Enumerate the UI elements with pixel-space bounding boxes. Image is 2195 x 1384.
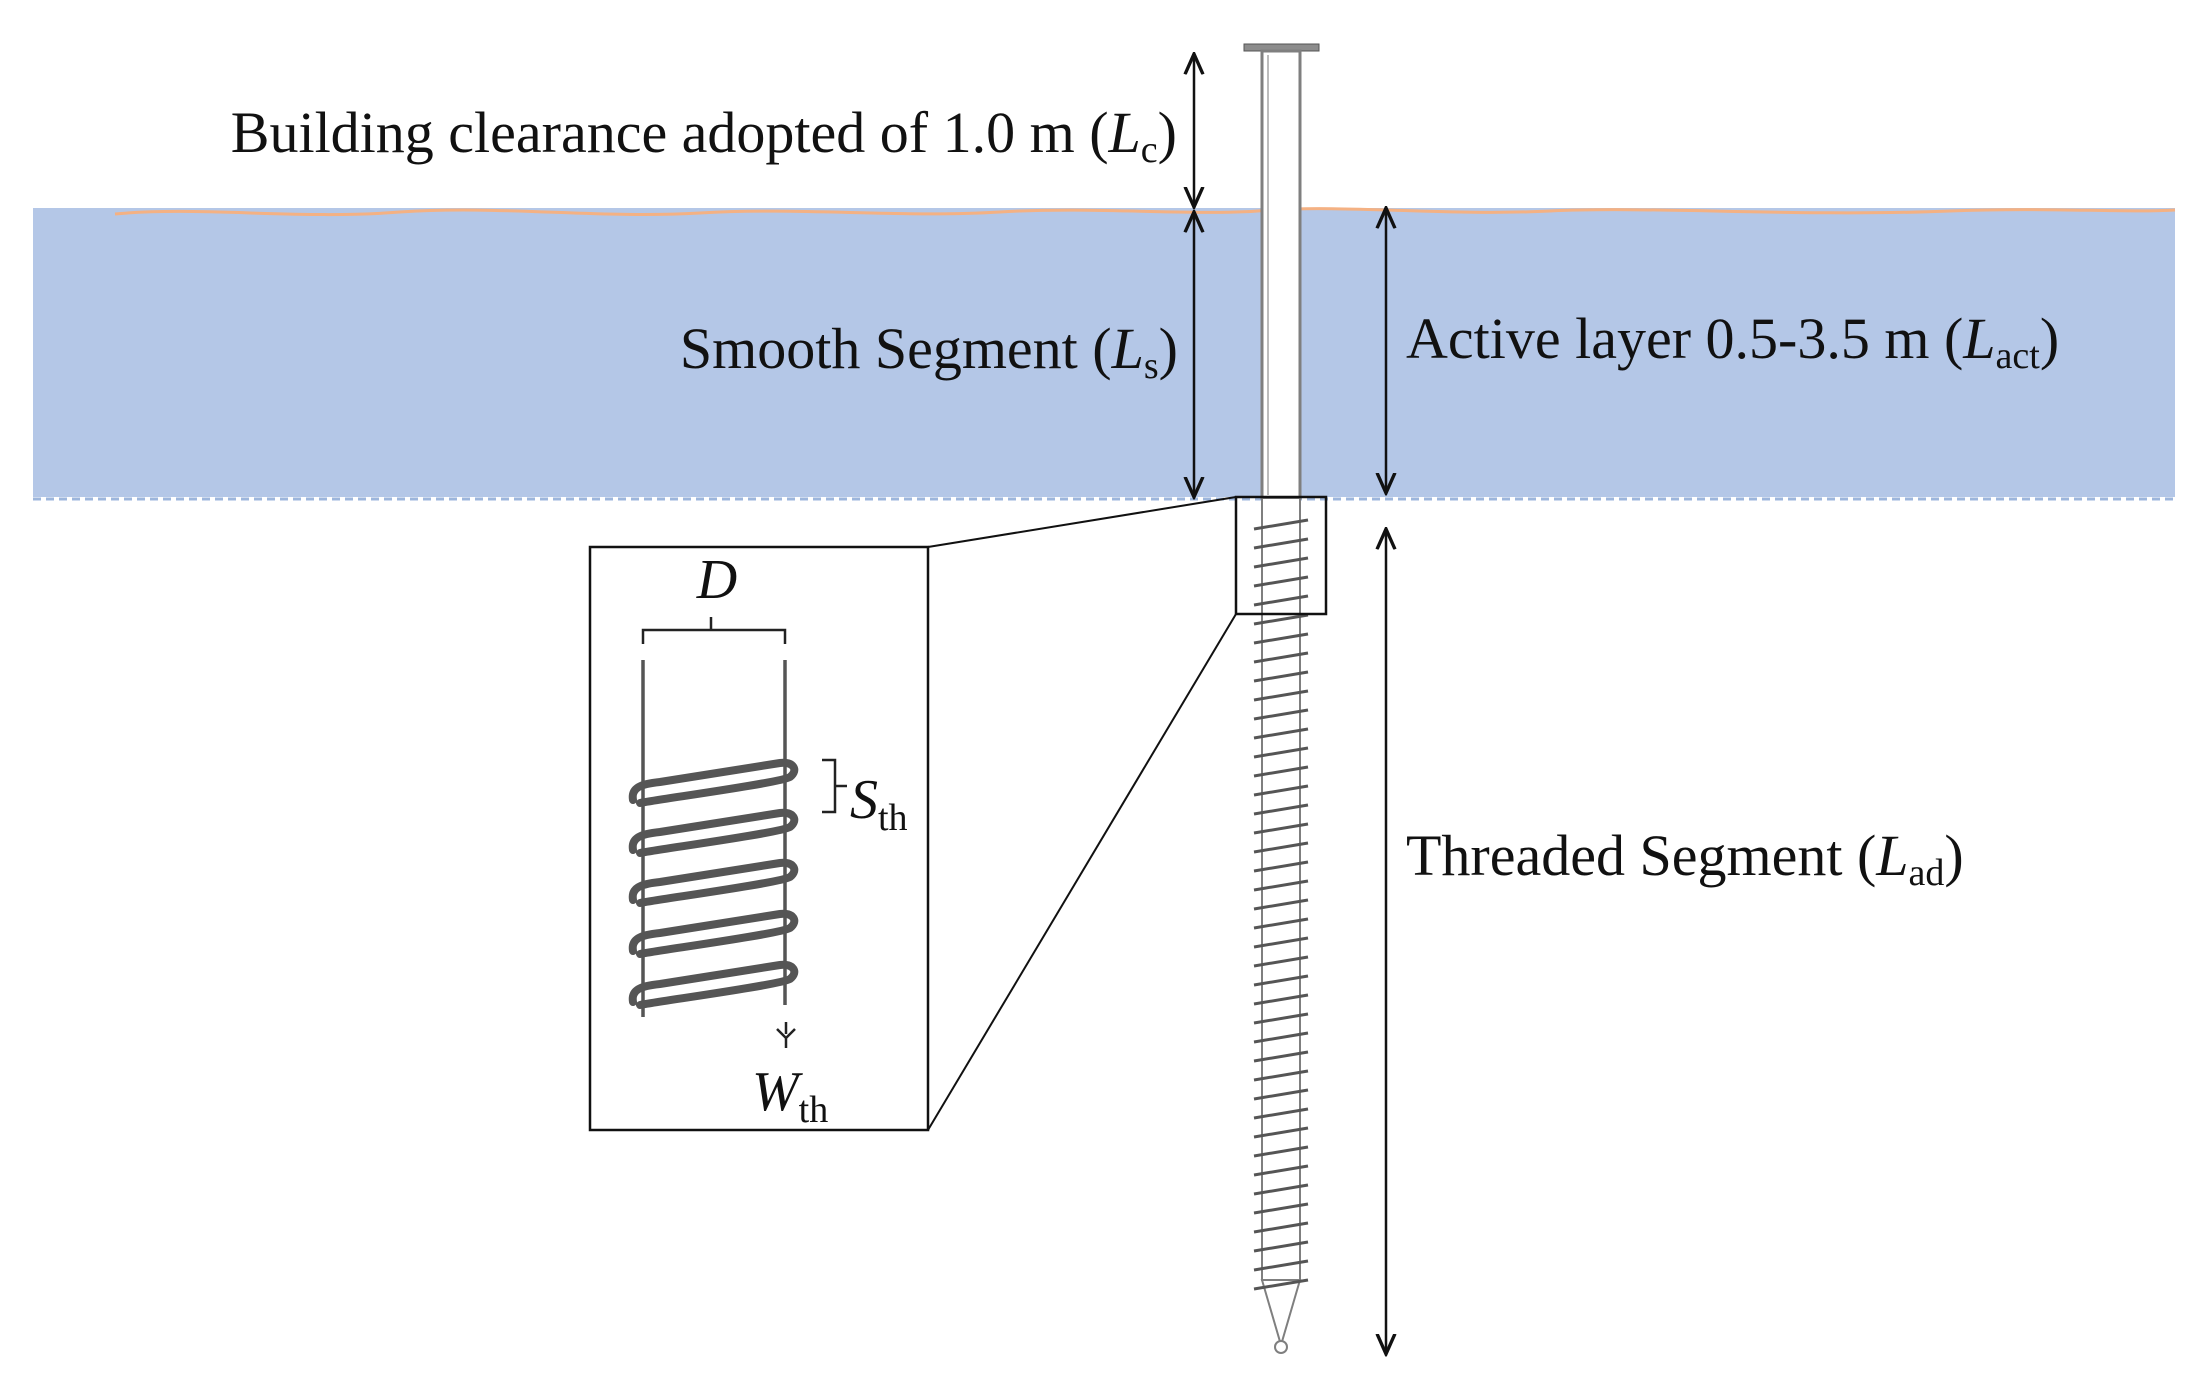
- shaft-thread: [1253, 689, 1309, 702]
- clearance-label: Building clearance adopted of 1.0 m (Lc): [231, 100, 1177, 171]
- detail-selection-box: [1234, 495, 1328, 616]
- inset-thread: [628, 960, 799, 1009]
- active-layer-label: Active layer 0.5-3.5 m (Lact): [1406, 306, 2059, 377]
- inset-thread: [628, 858, 799, 907]
- shaft-thread: [1253, 765, 1309, 778]
- spacing-bracket: [822, 758, 847, 814]
- shaft-thread: [1253, 860, 1309, 873]
- shaft-thread: [1253, 1164, 1309, 1177]
- shaft-thread: [1253, 841, 1309, 854]
- inset-detail-box: [588, 545, 930, 1132]
- shaft-thread: [1253, 1031, 1309, 1044]
- shaft-thread: [1253, 1278, 1309, 1291]
- inset-thread: [628, 758, 799, 807]
- shaft-thread: [1253, 1126, 1309, 1139]
- pile-tip: [1260, 1279, 1302, 1349]
- shaft-thread: [1253, 727, 1309, 740]
- shaft-thread: [1253, 651, 1309, 664]
- shaft-threads: [1253, 518, 1309, 1291]
- threaded-segment-label: Threaded Segment (Lad): [1406, 823, 1964, 894]
- shaft-thread: [1253, 955, 1309, 968]
- shaft-thread: [1253, 708, 1309, 721]
- shaft-thread: [1253, 1107, 1309, 1120]
- shaft-thread: [1253, 1012, 1309, 1025]
- shaft-thread: [1253, 917, 1309, 930]
- shaft-thread: [1253, 974, 1309, 987]
- ground-surface-line: [114, 207, 2176, 217]
- shaft-thread: [1253, 898, 1309, 911]
- shaft-thread: [1253, 1240, 1309, 1253]
- shaft-thread: [1253, 670, 1309, 683]
- shaft-thread: [1253, 1088, 1309, 1101]
- inset-thread: [628, 909, 799, 958]
- shaft-thread: [1253, 556, 1309, 569]
- shaft-thread: [1253, 632, 1309, 645]
- shaft-thread: [1253, 594, 1309, 607]
- shaft-thread: [1253, 518, 1309, 531]
- width-marker: [776, 1022, 796, 1048]
- spacing-label: Sth: [850, 769, 908, 839]
- shaft-thread: [1253, 1183, 1309, 1196]
- shaft-thread: [1253, 746, 1309, 759]
- smooth-segment-label: Smooth Segment (Ls): [680, 316, 1178, 387]
- pile-tip-point: [1274, 1340, 1288, 1354]
- shaft-thread: [1253, 879, 1309, 892]
- shaft-thread: [1253, 1221, 1309, 1234]
- shaft-thread: [1253, 822, 1309, 835]
- inset-threads: [628, 758, 799, 1009]
- shaft-thread: [1253, 993, 1309, 1006]
- active-layer-band: [33, 208, 2175, 497]
- shaft-thread: [1253, 803, 1309, 816]
- shaft-thread: [1253, 784, 1309, 797]
- diameter-bracket: [641, 617, 787, 644]
- threaded-shaft: [1253, 497, 1309, 1354]
- shaft-thread: [1253, 537, 1309, 550]
- shaft-thread: [1253, 575, 1309, 588]
- callout-line-top: [927, 496, 1237, 548]
- width-label: Wth: [752, 1061, 828, 1131]
- shaft-thread: [1253, 1145, 1309, 1158]
- diameter-label: D: [696, 549, 737, 611]
- shaft-thread: [1253, 1259, 1309, 1272]
- inset-thread: [628, 808, 799, 857]
- shaft-thread: [1253, 936, 1309, 949]
- shaft-thread: [1253, 1050, 1309, 1063]
- callout-line-bottom: [927, 613, 1237, 1131]
- shaft-thread: [1253, 613, 1309, 626]
- shaft-thread: [1253, 1202, 1309, 1215]
- shaft-thread: [1253, 1069, 1309, 1082]
